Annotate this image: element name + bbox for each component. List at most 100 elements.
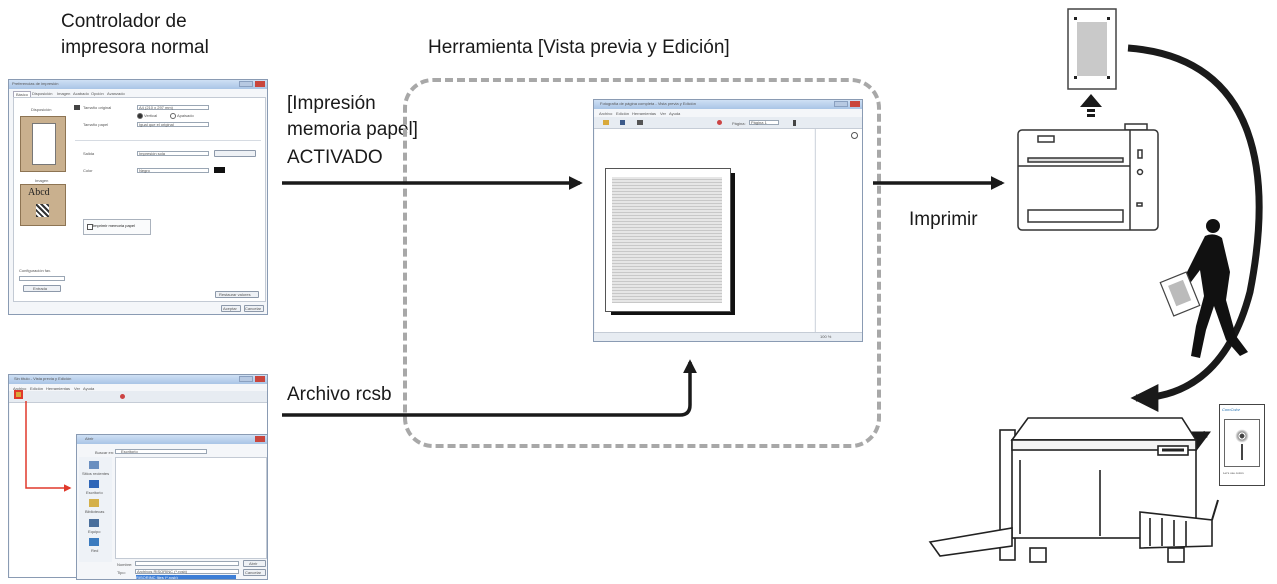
close-icon[interactable] — [255, 376, 265, 382]
tab-advanced[interactable]: Avanzado — [107, 91, 125, 96]
config-select[interactable] — [19, 276, 65, 281]
tab-image[interactable]: Imagen — [57, 91, 71, 96]
file-name-input[interactable] — [135, 561, 239, 566]
open-folder-icon[interactable] — [14, 390, 23, 399]
original-size-select[interactable] — [137, 105, 209, 110]
image-sample-text: Abcd — [28, 187, 50, 198]
radio-horizontal[interactable] — [170, 113, 176, 119]
menu-herramientas[interactable]: Herramientas — [632, 111, 657, 116]
accept-button[interactable] — [221, 305, 241, 312]
orientation-horizontal-label: Apaisado — [177, 113, 194, 118]
menu-ayuda[interactable]: Ayuda — [669, 111, 681, 116]
driver-window-titlebar — [9, 80, 267, 89]
restore-values-button[interactable] — [215, 291, 259, 298]
open-tool-title: Sin título - Vista previa y Edición — [14, 376, 72, 381]
menu-ver-2[interactable]: Ver — [74, 386, 81, 391]
color-select[interactable] — [137, 168, 209, 173]
entry-button[interactable] — [23, 285, 61, 292]
config-label: Configuración fav. — [19, 268, 51, 273]
tab-finish[interactable]: Acabado — [73, 91, 89, 96]
open-dialog-titlebar — [77, 435, 267, 444]
recent-places-icon[interactable] — [89, 461, 99, 469]
restore-button-label: Restaurar valores — [219, 292, 251, 297]
open-button[interactable] — [243, 560, 266, 567]
libraries-icon[interactable] — [89, 499, 99, 507]
file-type-option[interactable]: RISORINC files (*.rcsb) — [136, 575, 236, 579]
zoom-icon[interactable] — [851, 132, 858, 139]
place-recent[interactable]: Sitios recientes — [82, 471, 110, 476]
tab-option[interactable]: Opción — [91, 91, 104, 96]
layout-preview-label: Disposición — [31, 107, 52, 112]
page-label: Página: — [732, 121, 746, 126]
output-value: Impresión sola — [139, 151, 166, 156]
file-type-select[interactable] — [135, 569, 239, 574]
output-details-button[interactable] — [214, 150, 256, 157]
place-network[interactable]: Red — [91, 548, 99, 553]
open-folder-icon[interactable] — [603, 120, 609, 125]
close-icon[interactable] — [850, 101, 860, 107]
original-size-value: A4 (210 x 297 mm) — [139, 105, 174, 110]
file-type-label: Tipo: — [117, 570, 126, 575]
preview-statusbar — [594, 332, 862, 341]
walking-person-icon — [1182, 219, 1248, 358]
tab-layout[interactable]: Disposición — [32, 91, 53, 96]
radio-vertical[interactable] — [137, 113, 143, 119]
rotate-icon[interactable] — [120, 394, 125, 399]
image-label: Imagen — [35, 178, 49, 183]
open-dialog-title: Abrir — [85, 436, 94, 441]
printed-page-icon — [1067, 8, 1117, 90]
open-file-dialog: Abrir Buscar en: Escritorio Sitios recie… — [76, 434, 268, 580]
pin-icon[interactable] — [793, 120, 796, 126]
paper-size-label: Tamaño papel — [83, 122, 109, 127]
menu-ver[interactable]: Ver — [660, 111, 667, 116]
close-icon[interactable] — [255, 81, 265, 87]
place-libraries[interactable]: Bibliotecas — [85, 509, 105, 514]
menu-archivo[interactable]: Archivo — [599, 111, 613, 116]
search-in-label: Buscar en: — [95, 450, 115, 455]
tool-dashed-frame — [403, 78, 881, 448]
computer-icon[interactable] — [89, 519, 99, 527]
place-desktop[interactable]: Escritorio — [86, 490, 103, 495]
output-sample-caption: Let's use colors — [1223, 471, 1244, 475]
dialog-cancel-button[interactable] — [243, 569, 266, 576]
print-label: Imprimir — [909, 209, 978, 230]
paper-memory-checkbox[interactable] — [87, 224, 93, 230]
paper-memory-checkbox-label: Imprimir memoria papel — [93, 223, 136, 228]
laser-printer-icon — [1017, 123, 1159, 231]
print-icon[interactable] — [637, 120, 643, 125]
menu-edicion-2[interactable]: Edición — [30, 386, 44, 391]
close-icon[interactable] — [255, 436, 265, 442]
output-label: Salida — [83, 151, 95, 156]
color-value: Negro — [139, 168, 150, 173]
cancel-button[interactable] — [244, 305, 264, 312]
menu-ayuda-2[interactable]: Ayuda — [83, 386, 95, 391]
page-select[interactable] — [749, 120, 779, 125]
search-in-select[interactable] — [115, 449, 207, 454]
network-icon[interactable] — [89, 538, 99, 546]
printer-icon — [74, 105, 80, 110]
file-list[interactable] — [115, 457, 267, 559]
output-sample-photo — [1224, 419, 1260, 467]
open-tool-toolbar — [9, 391, 267, 403]
paper-memory-label-line1: [Impresión — [287, 93, 376, 114]
open-button-label: Abrir — [249, 561, 258, 566]
place-computer[interactable]: Equipo — [88, 529, 101, 534]
arrow-rcsb-to-preview — [282, 359, 697, 417]
color-output-sample: ComColor Let's use colors — [1219, 404, 1265, 486]
driver-settings-window: Preferencias de impresión Básico Disposi… — [8, 79, 268, 315]
entry-button-label: Entrada — [33, 286, 48, 291]
paper-size-select[interactable] — [137, 122, 209, 127]
menu-archivo-2[interactable]: Archivo — [13, 386, 27, 391]
rotate-icon[interactable] — [717, 120, 722, 125]
desktop-icon[interactable] — [89, 480, 99, 488]
tool-title-label: Herramienta [Vista previa y Edición] — [428, 37, 730, 58]
duplicator-printer-icon — [928, 417, 1219, 563]
save-icon[interactable] — [620, 120, 625, 125]
paper-memory-checkbox-box — [83, 219, 151, 235]
open-tool-titlebar — [9, 375, 267, 384]
page-preview — [605, 168, 731, 312]
output-select[interactable] — [137, 151, 209, 156]
image-thumbnail: Abcd — [20, 184, 66, 226]
menu-edicion[interactable]: Edición — [616, 111, 630, 116]
menu-herramientas-2[interactable]: Herramientas — [46, 386, 71, 391]
